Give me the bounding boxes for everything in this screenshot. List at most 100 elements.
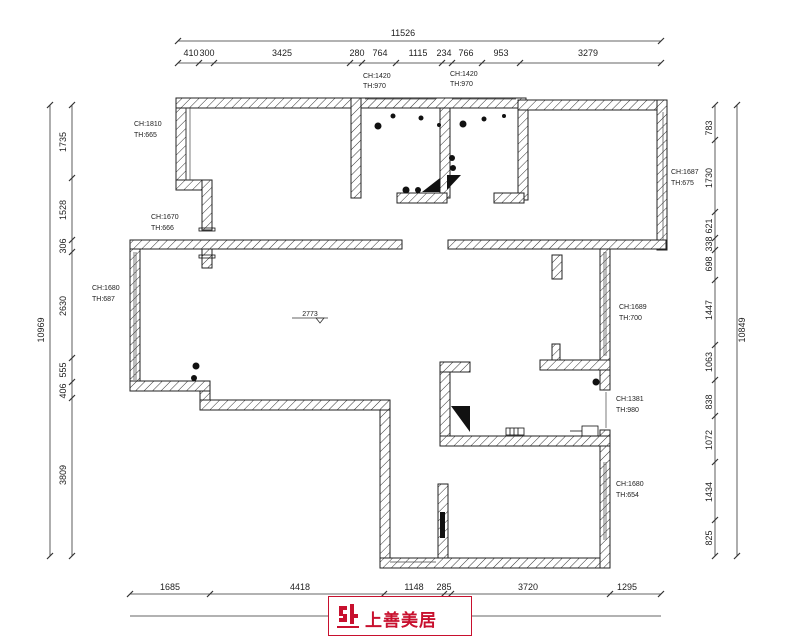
left-dimension: 3809 xyxy=(58,465,68,485)
top-dimension: 234 xyxy=(436,48,451,58)
opening-th-label: TH:675 xyxy=(671,180,694,187)
level-mark: 2773 xyxy=(292,311,328,324)
bottom-dimension: 1295 xyxy=(617,582,637,592)
top-dimension: 3425 xyxy=(272,48,292,58)
right-dimension: 838 xyxy=(704,394,714,409)
opening-ch-label: CH:1381 xyxy=(616,396,644,403)
bottom-dimension: 285 xyxy=(436,582,451,592)
right-dimension-chain: 10849 783 1730 621 338 698 1447 1063 838… xyxy=(704,101,747,560)
opening-labels: CH:1810 TH:665 CH:1420 TH:970 CH:1420 TH… xyxy=(92,71,699,499)
opening-ch-label: CH:1420 xyxy=(450,71,478,78)
dimension-tick xyxy=(711,234,719,242)
right-dimension: 621 xyxy=(704,218,714,233)
right-dimension: 1730 xyxy=(704,168,714,188)
right-dimension: 783 xyxy=(704,120,714,135)
brand-logo-text: 上善美居 xyxy=(365,611,437,630)
dimension-tick xyxy=(68,174,76,182)
top-dimension: 766 xyxy=(458,48,473,58)
dimension-tick xyxy=(711,101,719,109)
dimension-tick xyxy=(68,248,76,256)
right-total-dimension: 10849 xyxy=(737,317,747,342)
top-dimension: 3279 xyxy=(578,48,598,58)
opening-ch-label: CH:1680 xyxy=(616,481,644,488)
left-dimension: 2630 xyxy=(58,296,68,316)
dimension-tick xyxy=(195,59,203,67)
dimension-tick xyxy=(711,246,719,254)
dimension-tick xyxy=(68,378,76,386)
left-dimension: 1735 xyxy=(58,132,68,152)
brand-logo-icon xyxy=(337,604,359,628)
dimension-tick xyxy=(711,136,719,144)
top-dimension: 1115 xyxy=(409,48,428,58)
opening-ch-label: CH:1670 xyxy=(151,214,179,221)
bottom-dimension: 1685 xyxy=(160,582,180,592)
left-dimension-chain: 10969 1735 1528 306 2630 555 406 3809 xyxy=(36,101,76,560)
left-dimension: 306 xyxy=(58,238,68,253)
dimension-tick xyxy=(210,59,218,67)
top-dimension: 410 xyxy=(183,48,198,58)
right-dimension: 1434 xyxy=(704,482,714,502)
dimension-tick xyxy=(711,516,719,524)
brand-logo: 上善美居 xyxy=(328,596,472,636)
windows xyxy=(133,98,664,563)
dimension-tick xyxy=(711,208,719,216)
dimension-tick xyxy=(711,341,719,349)
right-dimension: 825 xyxy=(704,530,714,545)
dimension-tick xyxy=(126,590,134,598)
opening-th-label: TH:666 xyxy=(151,225,174,232)
top-dimension: 953 xyxy=(493,48,508,58)
opening-ch-label: CH:1689 xyxy=(619,304,647,311)
opening-th-label: TH:700 xyxy=(619,315,642,322)
dimension-tick xyxy=(346,59,354,67)
dimension-tick xyxy=(68,354,76,362)
right-dimension: 1447 xyxy=(704,300,714,320)
bottom-dimension: 1148 xyxy=(404,582,423,592)
dimension-tick xyxy=(711,276,719,284)
dimension-tick xyxy=(711,376,719,384)
opening-ch-label: CH:1810 xyxy=(134,121,162,128)
opening-th-label: TH:970 xyxy=(450,81,473,88)
dimension-tick xyxy=(68,101,76,109)
level-mark-value: 2773 xyxy=(302,311,318,318)
top-dimension: 280 xyxy=(349,48,364,58)
opening-th-label: TH:665 xyxy=(134,132,157,139)
top-dimension: 764 xyxy=(372,48,387,58)
dimension-tick xyxy=(711,412,719,420)
bottom-dimension: 4418 xyxy=(290,582,310,592)
opening-th-label: TH:687 xyxy=(92,296,115,303)
dimension-tick xyxy=(358,59,366,67)
dimension-tick xyxy=(68,236,76,244)
top-total-dimension: 11526 xyxy=(391,28,415,38)
opening-th-label: TH:980 xyxy=(616,407,639,414)
top-dimension: 300 xyxy=(199,48,214,58)
dimension-tick xyxy=(392,59,400,67)
dimension-tick xyxy=(657,590,665,598)
dimension-tick xyxy=(478,59,486,67)
dimension-tick xyxy=(68,394,76,402)
dimension-tick xyxy=(711,458,719,466)
dimension-tick xyxy=(516,59,524,67)
walls xyxy=(129,97,668,569)
dimension-tick xyxy=(657,59,665,67)
right-dimension: 1072 xyxy=(704,430,714,450)
left-dimension: 406 xyxy=(58,383,68,398)
right-dimension: 698 xyxy=(704,256,714,271)
opening-th-label: TH:970 xyxy=(363,83,386,90)
opening-th-label: TH:654 xyxy=(616,492,639,499)
dimension-tick xyxy=(438,59,446,67)
dimension-tick xyxy=(68,552,76,560)
opening-ch-label: CH:1687 xyxy=(671,169,699,176)
right-dimension: 1063 xyxy=(704,352,714,372)
dimension-tick xyxy=(711,552,719,560)
dimension-tick xyxy=(174,59,182,67)
opening-ch-label: CH:1680 xyxy=(92,285,120,292)
fixtures xyxy=(191,113,600,538)
left-total-dimension: 10969 xyxy=(36,317,46,342)
bottom-dimension: 3720 xyxy=(518,582,538,592)
opening-ch-label: CH:1420 xyxy=(363,73,391,80)
dimension-tick xyxy=(206,590,214,598)
right-dimension: 338 xyxy=(704,236,714,251)
left-dimension: 1528 xyxy=(58,200,68,220)
dimension-tick xyxy=(448,59,456,67)
